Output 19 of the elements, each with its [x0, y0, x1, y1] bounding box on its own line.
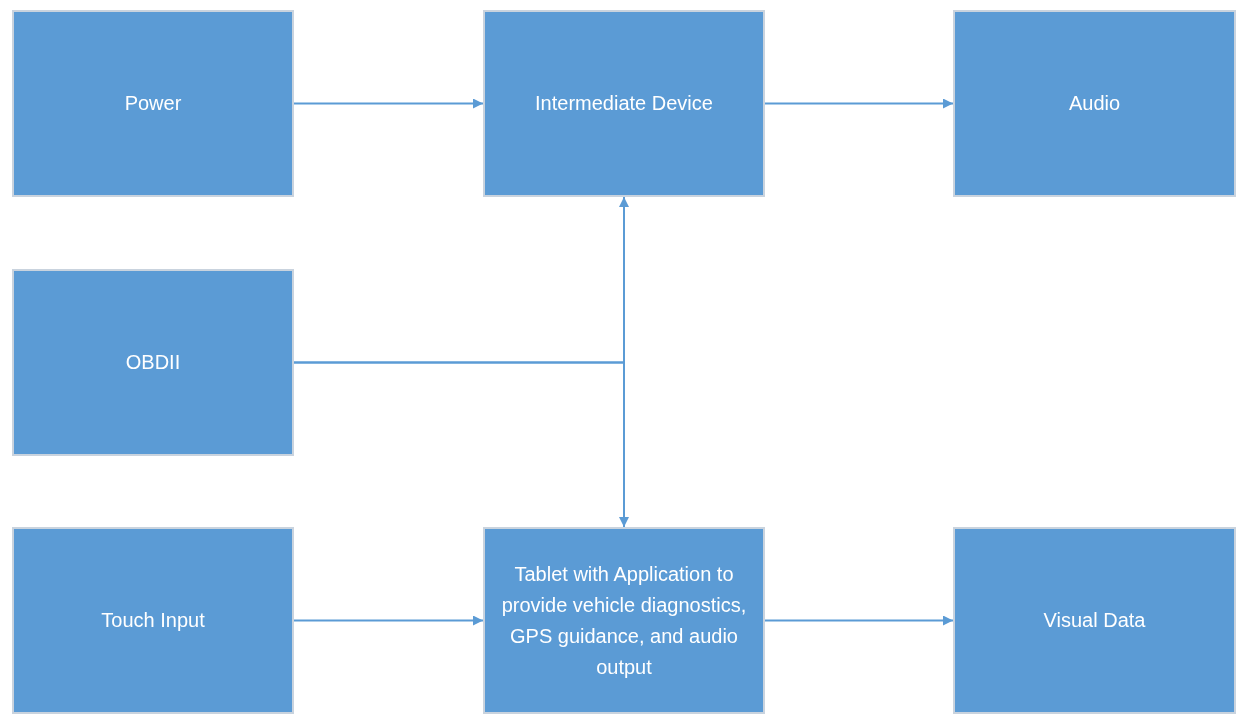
process-box	[953, 10, 1236, 197]
arrow	[293, 615, 484, 626]
arrow	[293, 361, 629, 528]
box-label: Touch Input	[101, 608, 205, 633]
process-box	[483, 10, 765, 197]
box-label: Intermediate Device	[535, 91, 713, 116]
process-box	[953, 527, 1236, 714]
box-label: Audio	[1068, 91, 1121, 116]
arrow	[764, 615, 954, 626]
box-label: Visual Data	[1043, 608, 1146, 633]
box-label: Tablet with Application to provide vehicle diagnostics, GPS guidance, and audio output	[501, 561, 747, 680]
process-box	[12, 269, 294, 456]
process-box	[12, 10, 294, 197]
box-label: OBDII	[125, 350, 181, 375]
process-box	[12, 527, 294, 714]
arrow	[293, 98, 484, 109]
box-label: Power	[124, 91, 182, 116]
process-box	[483, 527, 765, 714]
arrow	[764, 98, 954, 109]
